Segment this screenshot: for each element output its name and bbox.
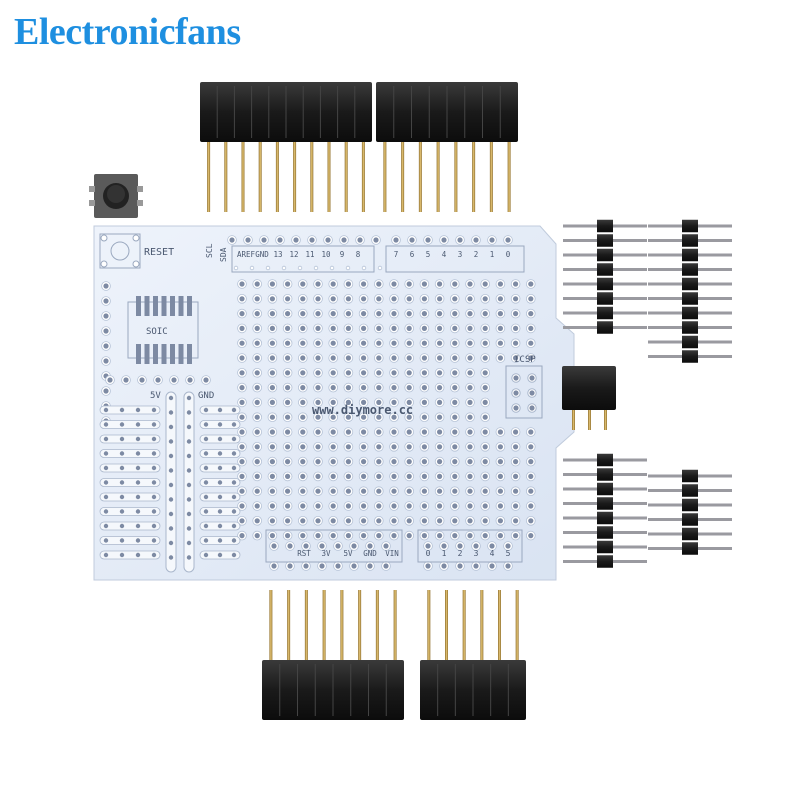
icsp-label: ICSP xyxy=(514,355,536,365)
header-pin xyxy=(310,142,314,212)
header-pin xyxy=(507,142,511,212)
header-pin xyxy=(344,142,348,212)
pin-label: 1 xyxy=(490,250,495,259)
strip-pads xyxy=(99,391,241,573)
pin-label: 2 xyxy=(458,549,463,558)
power-gnd-label: GND xyxy=(198,391,214,401)
pin-label: 3V xyxy=(321,549,331,558)
pin-label: 1 xyxy=(442,549,447,558)
proto-grid-holes xyxy=(101,235,536,571)
header-pin xyxy=(436,142,440,212)
male-header-2 xyxy=(648,219,732,363)
pin-label: 13 xyxy=(273,250,282,259)
pin-label: 8 xyxy=(356,250,361,259)
header-pin xyxy=(293,142,297,212)
header-pin xyxy=(498,590,501,660)
sda-label: SDA xyxy=(219,247,228,262)
digital-labels-right: 7 6 5 4 3 2 1 0 xyxy=(394,250,511,259)
header-pin xyxy=(472,142,476,212)
website-label: www.diymore.cc xyxy=(312,403,413,417)
header-pin xyxy=(445,590,448,660)
brand-logo: Electronicfans xyxy=(14,11,241,53)
power-labels: RST 3V 5V GND VIN xyxy=(297,549,399,558)
pin-label: 0 xyxy=(506,250,511,259)
soic-footprint xyxy=(127,296,199,364)
male-header-4 xyxy=(648,469,732,555)
header-pin xyxy=(304,590,308,660)
pin-label: 12 xyxy=(289,250,298,259)
male-header-3 xyxy=(563,453,647,568)
soic-label: SOIC xyxy=(146,327,168,337)
header-pin xyxy=(427,590,431,660)
header-pin xyxy=(418,142,422,212)
header-pin xyxy=(322,590,326,660)
female-header-bottom-right xyxy=(420,590,526,720)
header-pin xyxy=(462,590,466,660)
pin-label: GND xyxy=(255,250,269,259)
pin-label: 2 xyxy=(474,250,479,259)
pin-label: 4 xyxy=(442,250,447,259)
scl-label: SCL xyxy=(205,243,214,258)
header-pin xyxy=(489,142,493,212)
header-pin xyxy=(401,142,405,212)
header-pin xyxy=(454,142,458,212)
header-pin xyxy=(287,590,291,660)
header-pin xyxy=(480,590,484,660)
pin-label: 5 xyxy=(426,250,431,259)
pin-label: AREF xyxy=(237,250,256,259)
pin-label: 7 xyxy=(394,250,399,259)
header-pin xyxy=(207,142,211,212)
header-pin xyxy=(275,142,279,212)
icsp-female-header xyxy=(562,366,616,430)
header-pin xyxy=(258,142,262,212)
pin-label: 9 xyxy=(340,250,345,259)
header-pin xyxy=(515,590,519,660)
icsp-footprint xyxy=(505,365,543,419)
female-header-top-left xyxy=(200,82,372,212)
male-header-1 xyxy=(563,219,647,334)
female-header-bottom-left xyxy=(262,590,404,720)
reset-footprint xyxy=(99,233,141,269)
pin-label: 0 xyxy=(426,549,431,558)
header-pin xyxy=(375,590,379,660)
female-header-top-right xyxy=(376,82,518,212)
header-pin xyxy=(327,142,331,212)
pin-label: 5V xyxy=(343,549,353,558)
pin-label: 3 xyxy=(474,549,479,558)
pin-label: RST xyxy=(297,549,311,558)
pin-label: 11 xyxy=(305,250,314,259)
header-pin xyxy=(340,590,344,660)
header-pin xyxy=(269,590,273,660)
pin-label: 10 xyxy=(321,250,331,259)
header-pin xyxy=(241,142,245,212)
header-pin xyxy=(361,142,365,212)
pin-label: 6 xyxy=(410,250,415,259)
header-pin xyxy=(358,590,362,660)
header-pin xyxy=(393,590,397,660)
power-5v-label: 5V xyxy=(150,391,161,401)
header-pin xyxy=(383,142,387,212)
pin-label: GND xyxy=(363,549,377,558)
analog-labels: 0 1 2 3 4 5 xyxy=(426,549,511,558)
header-pin xyxy=(224,142,228,212)
pin-label: VIN xyxy=(385,549,399,558)
pin-label: 3 xyxy=(458,250,463,259)
pin-label: 4 xyxy=(490,549,495,558)
reset-label: RESET xyxy=(144,247,174,258)
pin-label: 5 xyxy=(506,549,511,558)
tactile-button xyxy=(89,174,143,218)
